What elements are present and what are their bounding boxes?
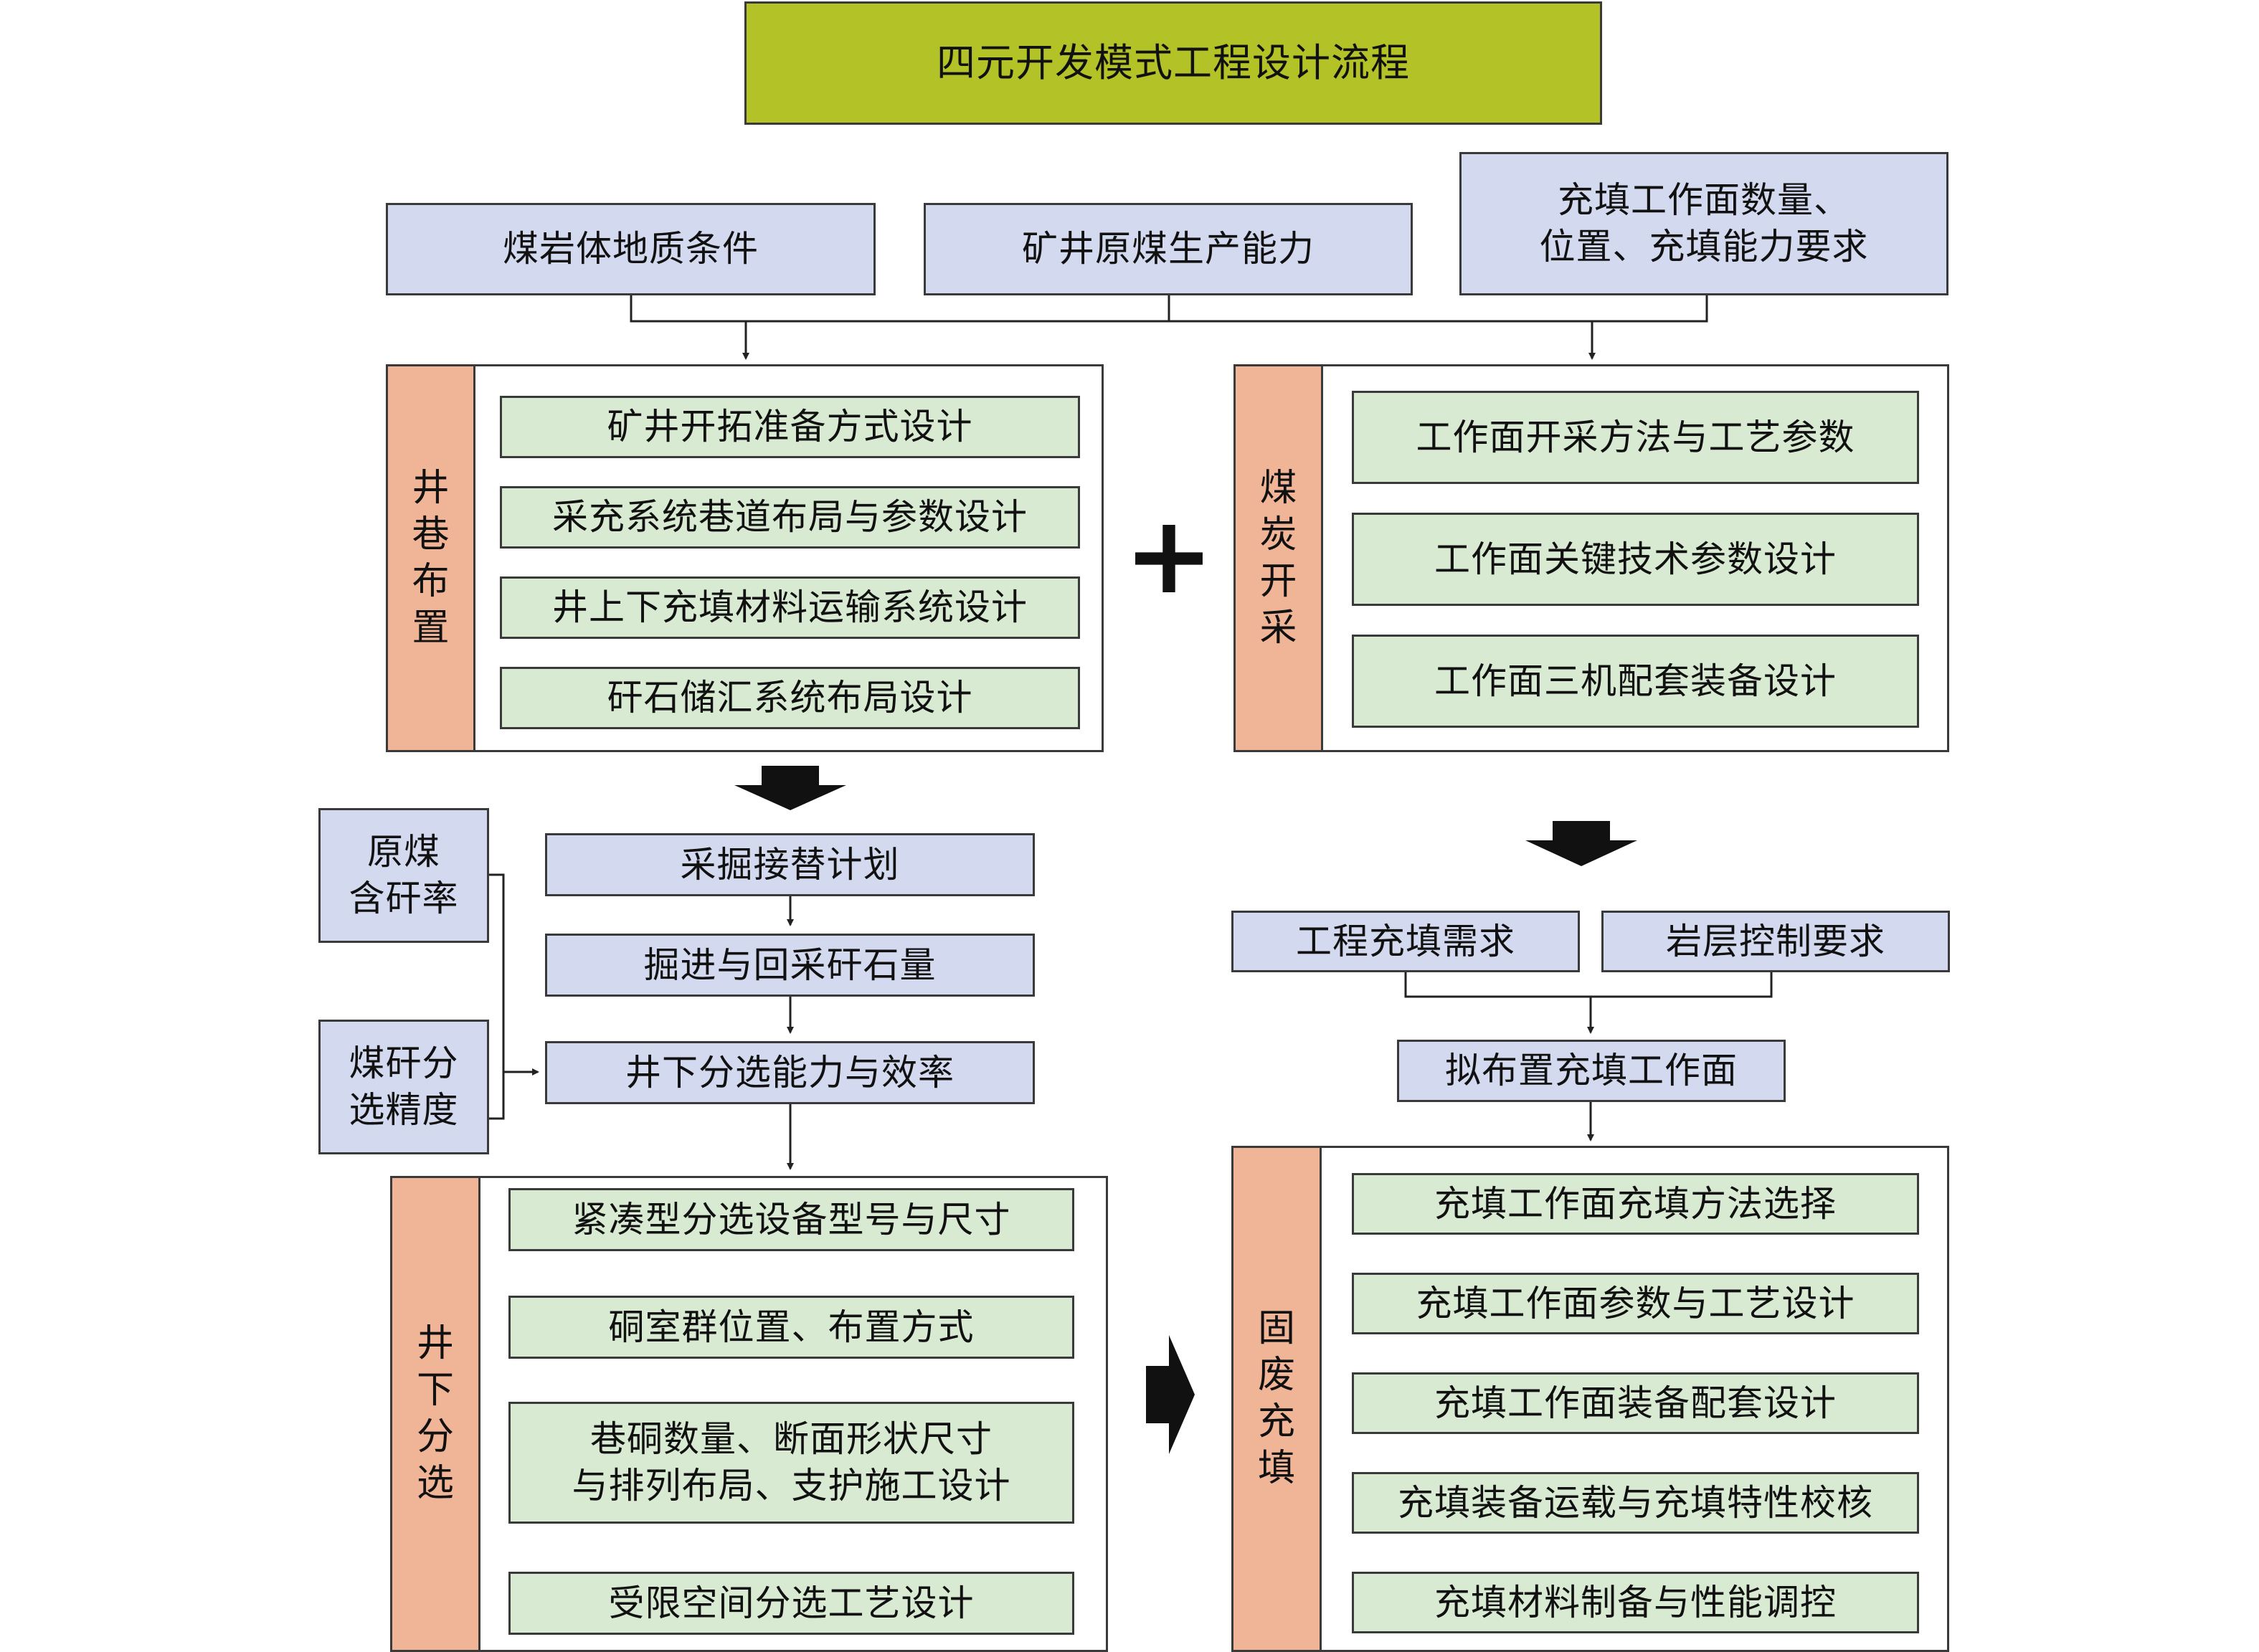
separation-item: 硐室群位置、布置方式 (508, 1296, 1074, 1359)
strata-control-box: 岩层控制要求 (1601, 911, 1950, 972)
down-block-arrow-left (734, 766, 846, 810)
right-merge-line (1404, 972, 1773, 998)
roadway-item: 采充系统巷道布局与参数设计 (500, 486, 1080, 549)
side-bracket (488, 873, 505, 1120)
separation-item: 受限空间分选工艺设计 (508, 1572, 1074, 1635)
mining-item: 工作面三机配套装备设计 (1352, 635, 1919, 728)
succession-plan-box: 采掘接替计划 (545, 833, 1035, 896)
separation-efficiency-box: 井下分选能力与效率 (545, 1041, 1035, 1104)
roadway-label: 井巷布置 (412, 466, 450, 650)
capacity-box: 矿井原煤生产能力 (924, 203, 1413, 295)
gangue-volume-box: 掘进与回采矸石量 (545, 934, 1035, 997)
separation-item: 紧凑型分选设备型号与尺寸 (508, 1188, 1074, 1251)
filling-item: 充填工作面装备配套设计 (1352, 1372, 1919, 1434)
engineering-demand-box: 工程充填需求 (1231, 911, 1580, 972)
filling-item: 充填材料制备与性能调控 (1352, 1572, 1919, 1633)
geology-box: 煤岩体地质条件 (386, 203, 876, 295)
planned-face-box: 拟布置充填工作面 (1397, 1040, 1786, 1102)
separation-item: 巷硐数量、断面形状尺寸 与排列布局、支护施工设计 (508, 1402, 1074, 1524)
filling-label-cell: 固废充填 (1231, 1146, 1322, 1652)
separation-label: 井下分选 (416, 1322, 454, 1505)
right-block-arrow (1146, 1335, 1195, 1454)
roadway-item: 井上下充填材料运输系统设计 (500, 576, 1080, 639)
raw-coal-gangue-rate-box: 原煤 含矸率 (318, 808, 489, 943)
plus-sign: + (1124, 493, 1214, 618)
filling-requirement-box: 充填工作面数量、 位置、充填能力要求 (1459, 152, 1948, 295)
filling-item: 充填工作面参数与工艺设计 (1352, 1273, 1919, 1334)
roadway-label-cell: 井巷布置 (386, 364, 475, 752)
mining-label-cell: 煤炭开采 (1233, 364, 1323, 752)
roadway-item: 矿井开拓准备方式设计 (500, 396, 1080, 458)
separation-label-cell: 井下分选 (390, 1176, 480, 1652)
filling-item: 充填装备运载与充填特性校核 (1352, 1472, 1919, 1534)
roadway-item: 矸石储汇系统布局设计 (500, 667, 1080, 729)
separation-precision-box: 煤矸分 选精度 (318, 1020, 489, 1154)
page-title: 四元开发模式工程设计流程 (744, 1, 1602, 125)
mining-item: 工作面关键技术参数设计 (1352, 513, 1919, 606)
mining-label: 煤炭开采 (1259, 466, 1297, 650)
filling-label: 固废充填 (1257, 1307, 1295, 1490)
down-block-arrow-right (1525, 821, 1637, 866)
filling-item: 充填工作面充填方法选择 (1352, 1173, 1919, 1235)
mining-item: 工作面开采方法与工艺参数 (1352, 391, 1919, 484)
